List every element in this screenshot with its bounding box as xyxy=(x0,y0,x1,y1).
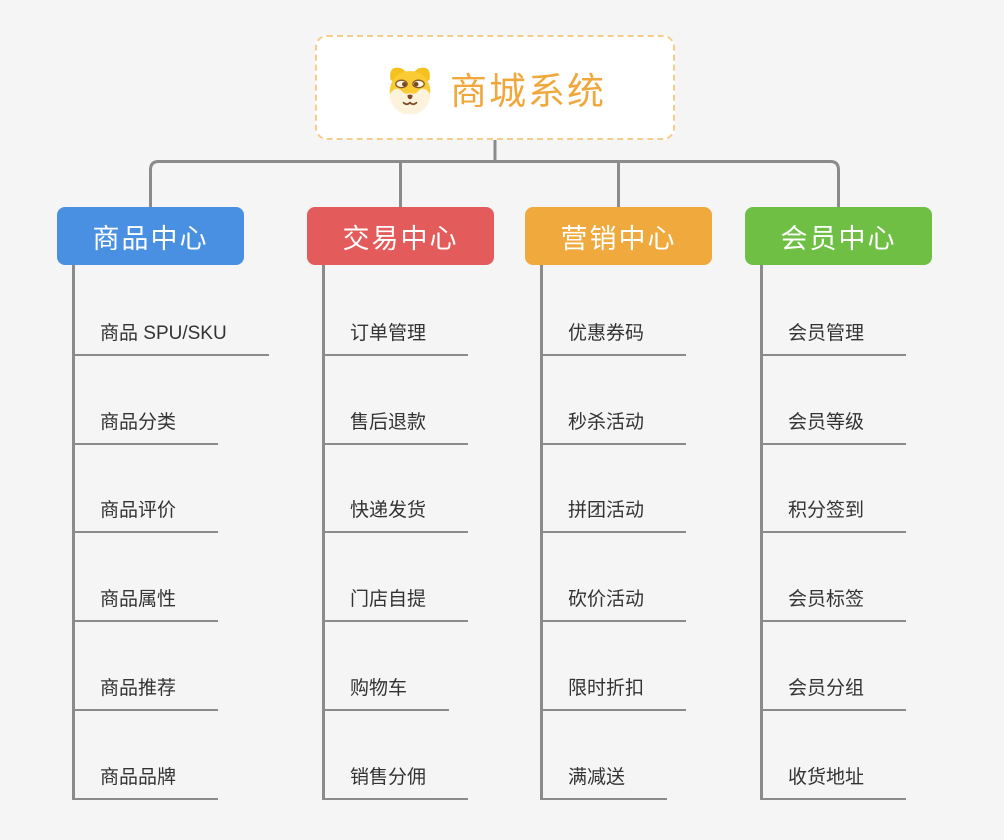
root-node[interactable]: 商城系统 xyxy=(315,35,675,140)
leaf-node[interactable]: 商品分类 xyxy=(72,412,219,445)
branch-header-marketing[interactable]: 营销中心 xyxy=(525,207,712,265)
leaf-node[interactable]: 商品推荐 xyxy=(72,678,219,711)
leaf-node[interactable]: 拼团活动 xyxy=(540,500,687,533)
leaf-node[interactable]: 商品 SPU/SKU xyxy=(72,323,269,356)
leaf-node[interactable]: 快递发货 xyxy=(322,500,469,533)
leaf-node[interactable]: 会员管理 xyxy=(760,323,907,356)
leaf-node[interactable]: 会员标签 xyxy=(760,589,907,622)
dog-face-icon xyxy=(389,67,431,114)
leaf-node[interactable]: 优惠券码 xyxy=(540,323,687,356)
leaf-node[interactable]: 积分签到 xyxy=(760,500,907,533)
root-title: 商城系统 xyxy=(450,70,606,112)
leaf-node[interactable]: 购物车 xyxy=(322,678,450,711)
branch-trade-center: 交易中心 订单管理 售后退款 快递发货 门店自提 购物车 销售分佣 xyxy=(307,207,597,822)
branch-header-member[interactable]: 会员中心 xyxy=(745,207,932,265)
branch-member-center: 会员中心 会员管理 会员等级 积分签到 会员标签 会员分组 收货地址 xyxy=(745,207,1004,822)
leaf-node[interactable]: 订单管理 xyxy=(322,323,469,356)
leaf-node[interactable]: 商品评价 xyxy=(72,500,219,533)
leaf-node[interactable]: 收货地址 xyxy=(760,767,907,800)
leaf-node[interactable]: 砍价活动 xyxy=(540,589,687,622)
leaf-node[interactable]: 商品属性 xyxy=(72,589,219,622)
leaf-node[interactable]: 会员分组 xyxy=(760,678,907,711)
leaf-node[interactable]: 售后退款 xyxy=(322,412,469,445)
branch-product-center: 商品中心 商品 SPU/SKU 商品分类 商品评价 商品属性 商品推荐 商品品牌 xyxy=(57,207,347,822)
leaf-node[interactable]: 秒杀活动 xyxy=(540,412,687,445)
leaf-node[interactable]: 销售分佣 xyxy=(322,767,469,800)
connector-lines xyxy=(149,138,840,208)
leaf-node[interactable]: 门店自提 xyxy=(322,589,469,622)
leaf-node[interactable]: 限时折扣 xyxy=(540,678,687,711)
branch-bus-line xyxy=(149,160,840,208)
leaf-node[interactable]: 满减送 xyxy=(540,767,668,800)
branch-header-product[interactable]: 商品中心 xyxy=(57,207,244,265)
leaf-node[interactable]: 会员等级 xyxy=(760,412,907,445)
branch-marketing-center: 营销中心 优惠券码 秒杀活动 拼团活动 砍价活动 限时折扣 满减送 xyxy=(525,207,815,822)
leaf-node[interactable]: 商品品牌 xyxy=(72,767,219,800)
branch-header-trade[interactable]: 交易中心 xyxy=(307,207,494,265)
